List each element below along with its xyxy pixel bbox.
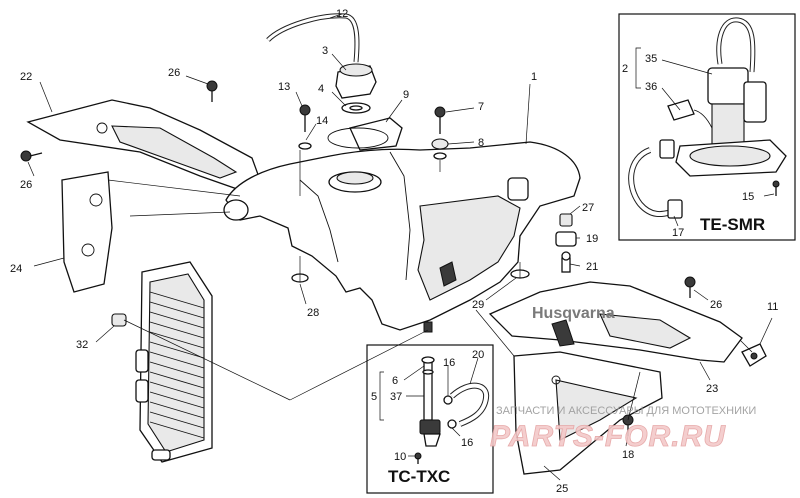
fuel-tank [223,141,581,333]
left-radiator-shroud [26,99,261,191]
callout-numbers: 1 2 3 4 5 6 7 8 9 10 11 12 13 14 15 16 1… [10,8,778,495]
callout-11: 11 [767,301,778,313]
callout-25: 25 [556,483,568,495]
watermark: ЗАПЧАСТИ И АКСЕССУАРЫ ДЛЯ МОТОТЕХНИКИ PA… [490,405,757,453]
callout-26-top: 26 [168,67,180,79]
radiator-grommet [111,313,127,327]
callout-9: 9 [403,89,409,101]
fuel-cap-assembly [266,13,403,151]
callout-17: 17 [672,227,684,239]
callout-22: 22 [20,71,32,83]
callout-7: 7 [478,101,484,113]
callout-10: 10 [394,451,406,463]
left-spoiler-panel [61,171,113,293]
callout-27: 27 [582,202,594,214]
callout-3: 3 [322,45,328,57]
assembly-lines [107,150,753,421]
spacer-27-rubber-19-screw-21 [555,213,577,273]
right-spoiler-panel [513,351,663,475]
callout-36: 36 [645,81,657,93]
callout-21: 21 [586,261,598,273]
callout-29: 29 [472,299,484,311]
watermark-caption: ЗАПЧАСТИ И АКСЕССУАРЫ ДЛЯ МОТОТЕХНИКИ [496,405,756,417]
screw-7-spacer-8 [431,106,449,160]
callout-13: 13 [278,81,290,93]
screw-26-right [684,276,696,298]
callout-leaders [27,13,775,481]
radiator [135,261,213,463]
inset-title-te-smr: TE-SMR [700,215,765,234]
callout-16-upper: 16 [443,357,455,369]
clip-11 [741,343,767,367]
callout-2: 2 [622,63,628,75]
inset-te-smr: TE-SMR [618,13,796,241]
callout-6: 6 [392,375,398,387]
callout-28: 28 [307,307,319,319]
callout-26-right: 26 [710,299,722,311]
callout-18: 18 [622,449,634,461]
inset-title-tc-txc: TC-TXC [388,467,450,486]
inset-tc-txc: TC-TXC [366,344,494,494]
callout-16-lower: 16 [461,437,473,449]
right-radiator-shroud: Husqvarna [488,281,743,363]
callout-12: 12 [336,8,348,20]
callout-1: 1 [531,71,537,83]
callout-35: 35 [645,53,657,65]
screw-13-washer-14 [298,104,312,150]
callout-26-left: 26 [20,179,32,191]
callout-32: 32 [76,339,88,351]
callout-4: 4 [318,83,324,95]
husqvarna-decal: Husqvarna [532,305,615,322]
watermark-logo: PARTS-FOR.RU [490,420,726,453]
callout-20: 20 [472,349,484,361]
callout-5: 5 [371,391,377,403]
callout-8: 8 [478,137,484,149]
callout-15: 15 [742,191,754,203]
callout-14: 14 [316,115,328,127]
screw-26-top [206,80,218,102]
callout-23: 23 [706,383,718,395]
callout-24: 24 [10,263,22,275]
callout-19: 19 [586,233,598,245]
callout-37: 37 [390,391,402,403]
screw-26-left [20,150,43,162]
